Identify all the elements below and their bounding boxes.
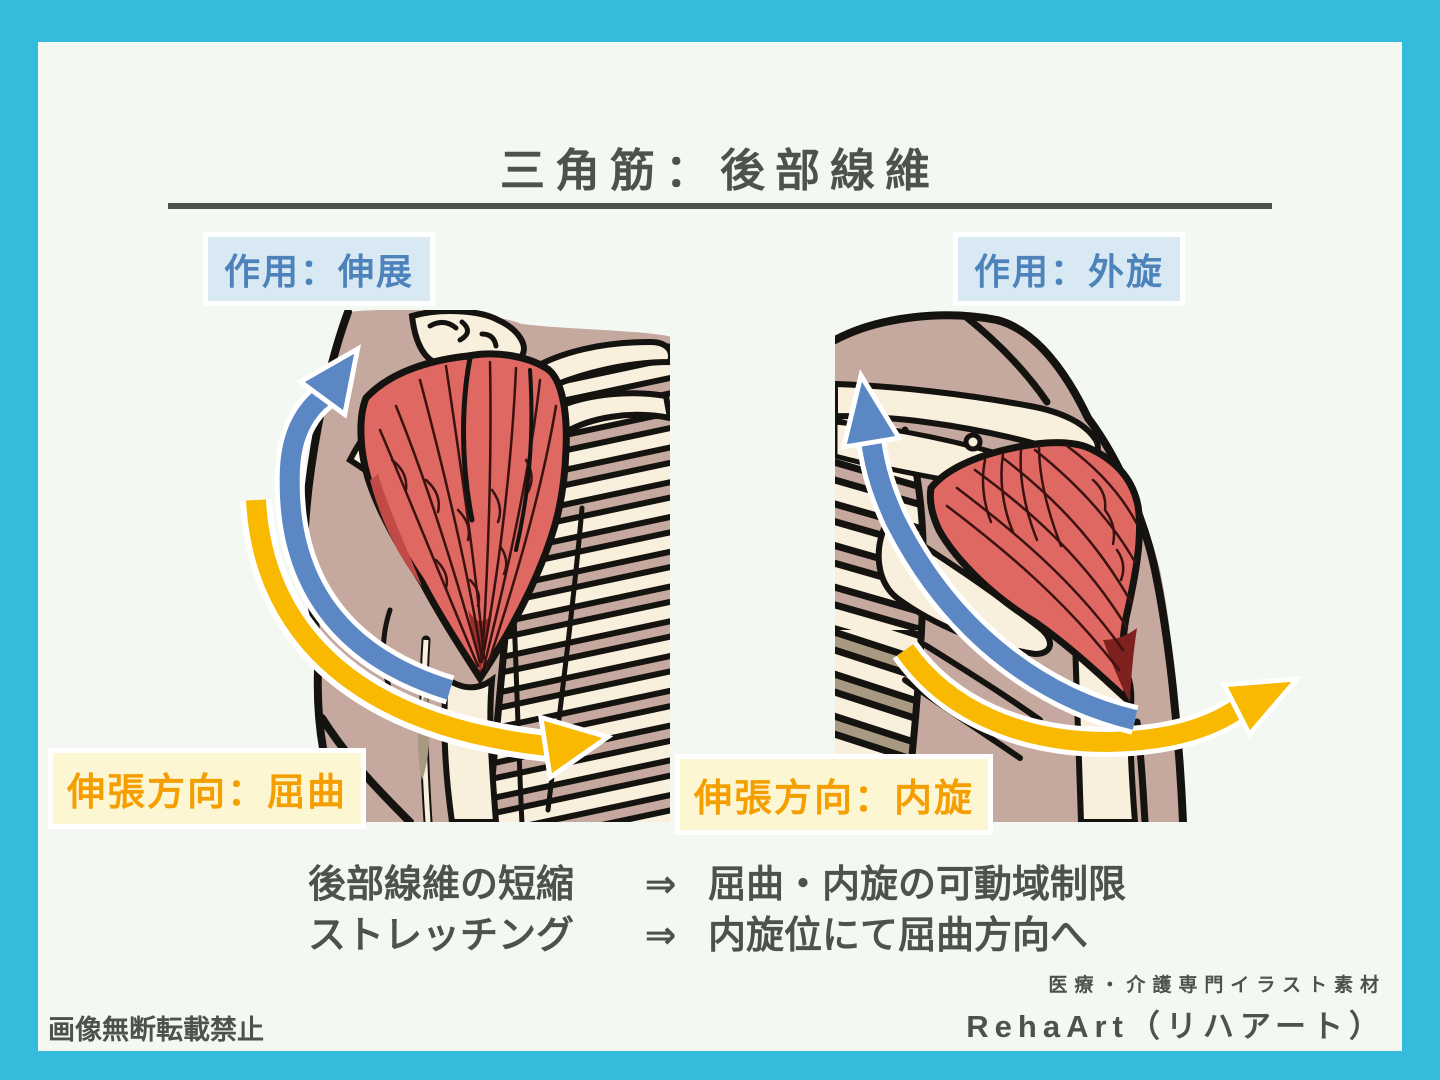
muscle-fiber-lines bbox=[945, 444, 1139, 672]
implies-arrow: ⇒ bbox=[644, 915, 677, 958]
credit-tagline: 医療・介護専門イラスト素材 bbox=[1048, 975, 1386, 996]
illustration-card: 三角筋：後部線維 作用：伸展 作用：外旋 bbox=[38, 42, 1402, 1051]
summary-result: 内旋位にて屈曲方向へ bbox=[708, 915, 1089, 958]
vertebrae bbox=[408, 310, 527, 367]
implies-arrow: ⇒ bbox=[644, 864, 677, 906]
summary-row-shortening: 後部線維の短縮 ⇒ 屈曲・内旋の可動域制限 bbox=[308, 862, 1126, 909]
summary-condition: 後部線維の短縮 bbox=[308, 864, 575, 906]
credit-block: 医療・介護専門イラスト素材 RehaArt（リハアート） bbox=[966, 970, 1386, 1046]
summary-block: 後部線維の短縮 ⇒ 屈曲・内旋の可動域制限 ストレッチング ⇒ 内旋位にて屈曲方… bbox=[308, 862, 1126, 960]
extension-direction-arrow-icon bbox=[274, 344, 455, 705]
stretch-label-internal-rotation: 伸張方向：内旋 bbox=[675, 754, 994, 835]
summary-row-stretching: ストレッチング ⇒ 内旋位にて屈曲方向へ bbox=[308, 913, 1126, 960]
internal-rotation-stretch-arrow-icon bbox=[892, 641, 1303, 758]
action-label-extension: 作用：伸展 bbox=[203, 232, 436, 306]
shoulder-illustration-right bbox=[835, 311, 1303, 822]
credit-brand: RehaArt（リハアート） bbox=[966, 1009, 1386, 1044]
copyright-notice: 画像無断転載禁止 bbox=[48, 1015, 264, 1045]
summary-result: 屈曲・内旋の可動域制限 bbox=[708, 864, 1127, 906]
deltoid-muscle bbox=[357, 350, 570, 685]
action-label-external-rotation: 作用：外旋 bbox=[953, 232, 1186, 306]
muscle-fiber-lines bbox=[378, 360, 558, 672]
summary-condition: ストレッチング bbox=[308, 915, 575, 958]
page-title: 三角筋：後部線維 bbox=[499, 145, 940, 196]
shoulder-illustration-left bbox=[240, 310, 670, 822]
external-rotation-arrow-icon bbox=[840, 369, 1139, 735]
deltoid-muscle bbox=[926, 439, 1144, 713]
title-underline bbox=[168, 203, 1272, 209]
stretch-label-flexion: 伸張方向：屈曲 bbox=[48, 748, 367, 829]
flexion-stretch-arrow-icon bbox=[240, 499, 614, 782]
